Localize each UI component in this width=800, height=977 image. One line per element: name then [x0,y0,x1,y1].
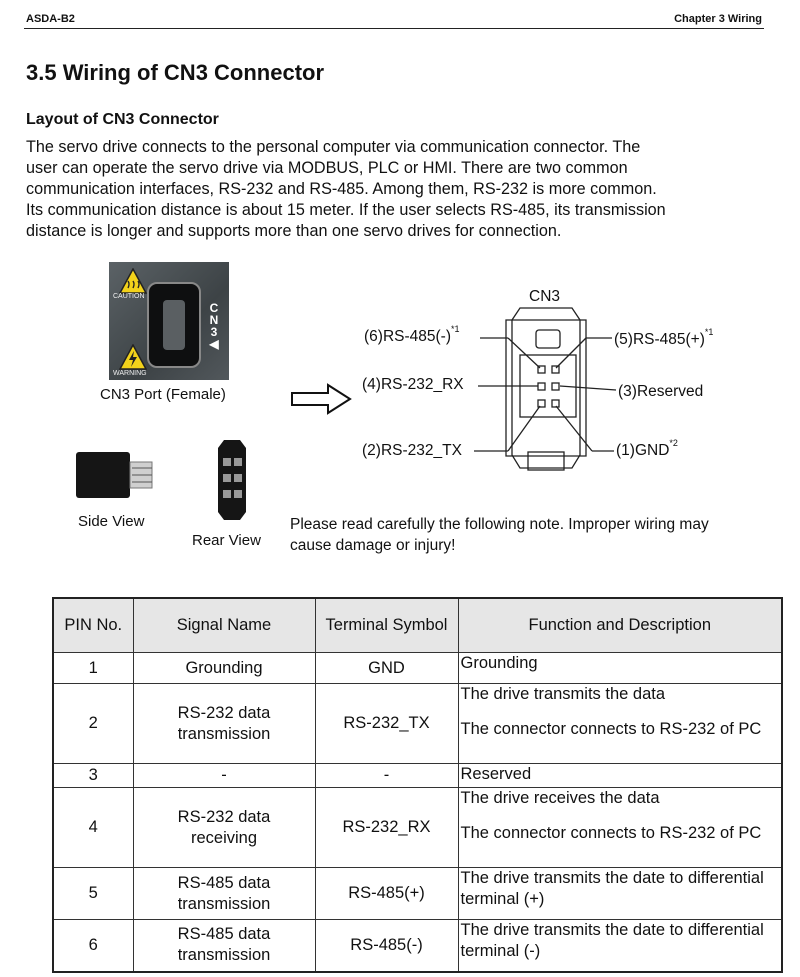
intro-paragraph: The servo drive connects to the personal… [26,137,766,242]
pin5-label: (5)RS-485(+)*1 [614,327,714,348]
rear-view-caption: Rear View [192,532,261,549]
paragraph-line: distance is longer and supports more tha… [26,222,562,240]
warning-label: WARNING [113,370,147,377]
side-view-plug-icon [76,452,153,498]
table-row: 4 RS-232 data receiving RS-232_RX The dr… [52,787,783,868]
cell-symbol: - [314,763,459,788]
side-view-caption: Side View [78,513,145,530]
table-row: 2 RS-232 data transmission RS-232_TX The… [52,683,783,764]
cell-description: Reserved [457,763,783,788]
table-row: 3 - - Reserved [52,763,783,788]
diagram-cn3-title: CN3 [529,288,561,305]
table-header-row: PIN No. Signal Name Terminal Symbol Func… [52,597,783,653]
cn3-pin-table: PIN No. Signal Name Terminal Symbol Func… [52,597,783,973]
cell-pin: 5 [52,867,134,920]
cell-signal: RS-485 data transmission [132,919,316,972]
cell-pin: 1 [52,652,134,684]
header-product: ASDA-B2 [26,13,75,25]
rear-view-plug-icon [218,440,246,520]
cell-symbol: RS-232_TX [314,683,459,764]
cell-description: The drive transmits the date to differen… [457,867,783,920]
pin3-label: (3)Reserved [618,383,704,400]
warning-voltage-icon [119,344,147,370]
header-chapter: Chapter 3 Wiring [674,13,762,25]
column-header-pin: PIN No. [52,597,134,653]
paragraph-line: Its communication distance is about 15 m… [26,201,666,219]
paragraph-line: user can operate the servo drive via MOD… [26,159,628,177]
cell-symbol: RS-485(+) [314,867,459,920]
pin2-label: (2)RS-232_TX [362,442,462,459]
paragraph-line: The servo drive connects to the personal… [26,138,641,156]
table-row: 5 RS-485 data transmission RS-485(+) The… [52,867,783,920]
pin4-label: (4)RS-232_RX [362,376,464,393]
cell-symbol: RS-485(-) [314,919,459,972]
cell-pin: 6 [52,919,134,972]
subsection-title: Layout of CN3 Connector [26,111,219,128]
caution-label: CAUTION [113,293,145,300]
pin6-label: (6)RS-485(-)*1 [364,324,460,345]
cell-signal: - [132,763,316,788]
cell-signal: RS-232 data transmission [132,683,316,764]
cell-signal: RS-232 data receiving [132,787,316,868]
cell-pin: 2 [52,683,134,764]
right-arrow-icon [291,383,352,415]
table-row: 6 RS-485 data transmission RS-485(-) The… [52,919,783,972]
caution-hot-icon [119,268,147,294]
cn3-port-caption: CN3 Port (Female) [100,386,226,403]
wiring-note: Please read carefully the following note… [290,514,770,556]
cell-pin: 4 [52,787,134,868]
note-line: cause damage or injury! [290,537,456,554]
pin1-label: (1)GND*2 [616,438,678,459]
section-title: 3.5 Wiring of CN3 Connector [26,60,325,85]
cn3-socket [147,282,201,368]
cell-description: The drive transmits the date to differen… [457,919,783,972]
cell-description: Grounding [457,652,783,684]
cell-signal: Grounding [132,652,316,684]
page-header: ASDA-B2 Chapter 3 Wiring [24,10,764,29]
paragraph-line: communication interfaces, RS-232 and RS-… [26,180,657,198]
column-header-signal: Signal Name [132,597,316,653]
cell-signal: RS-485 data transmission [132,867,316,920]
column-header-symbol: Terminal Symbol [314,597,459,653]
column-header-description: Function and Description [457,597,783,653]
cell-symbol: RS-232_RX [314,787,459,868]
note-line: Please read carefully the following note… [290,516,709,533]
table-row: 1 Grounding GND Grounding [52,652,783,684]
cell-symbol: GND [314,652,459,684]
cell-pin: 3 [52,763,134,788]
